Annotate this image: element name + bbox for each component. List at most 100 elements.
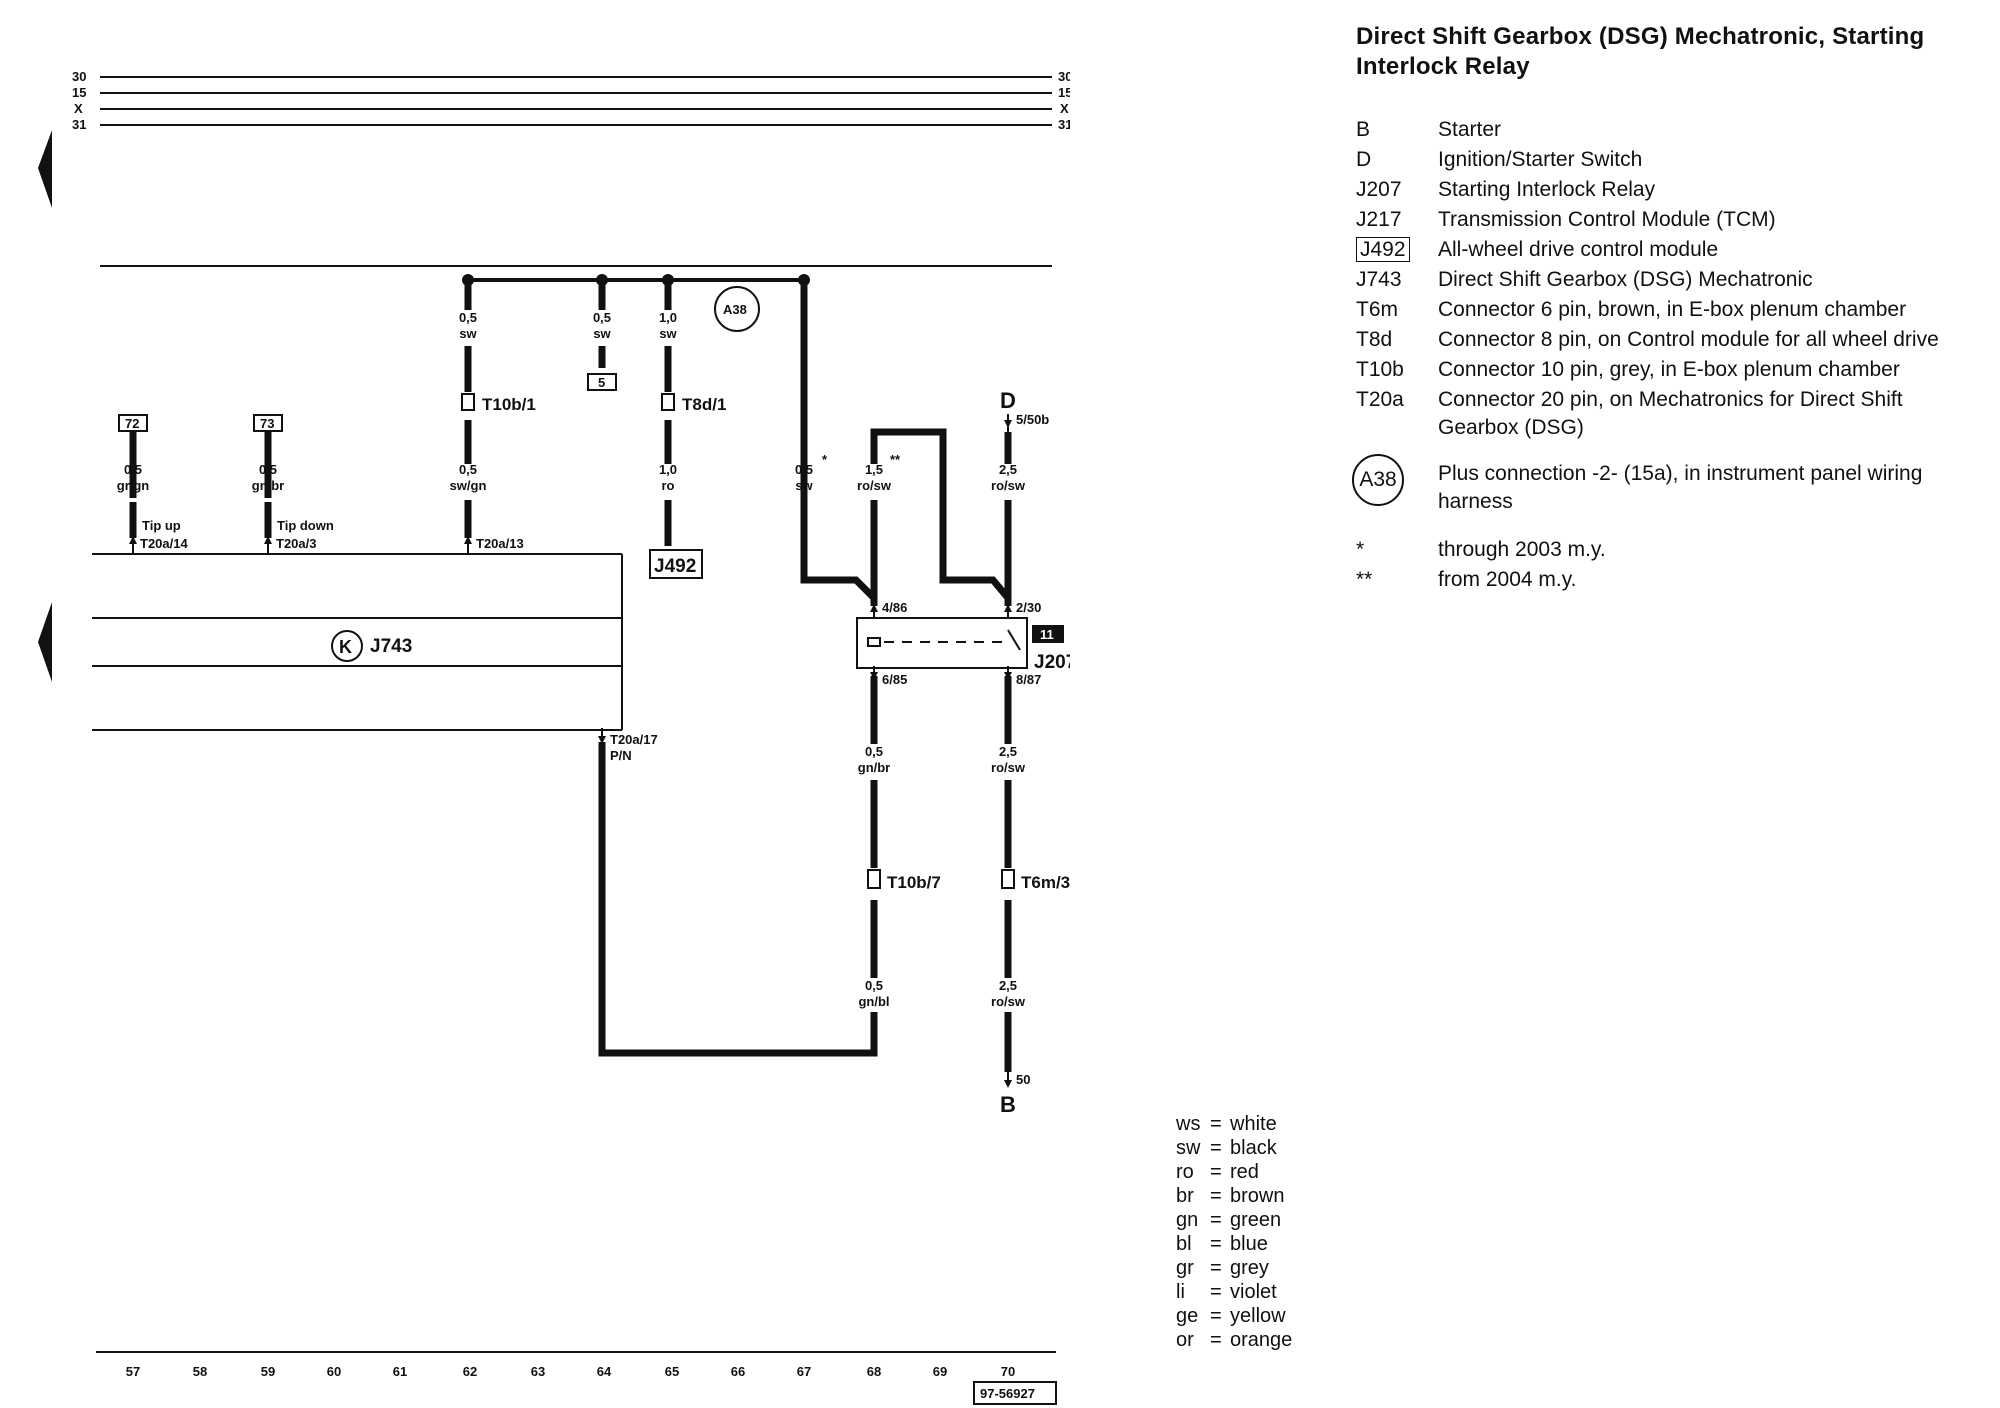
legend-desc: Connector 8 pin, on Control module for a… (1438, 328, 1939, 351)
pin-label: T20a/3 (276, 536, 316, 551)
ignition-switch-label: D (1000, 388, 1016, 413)
track-number: 69 (933, 1364, 947, 1379)
ref-box-5[interactable] (587, 373, 617, 391)
footnote-item: ** from 2004 m.y. (1356, 566, 1986, 594)
color-name: violet (1230, 1281, 1277, 1303)
wire-labels: 0,5 gr/gn 0,5 gn/br 0,5 sw 0,5 sw/gn 0,5… (117, 310, 1026, 1009)
track-number: 66 (731, 1364, 745, 1379)
wire-color: gn/br (858, 760, 891, 775)
color-key-row: ws=white (1176, 1113, 1277, 1135)
track-number: 64 (597, 1364, 612, 1379)
j743-symbol-glyph: K (339, 637, 352, 657)
wire-size: 1,5 (865, 462, 883, 477)
legend-code: T8d (1356, 328, 1393, 351)
page-arrow-left-top[interactable] (38, 130, 52, 208)
color-abbr: ro (1176, 1161, 1194, 1183)
a38-badge: A38 (1352, 454, 1404, 506)
legend-code: J217 (1356, 208, 1402, 231)
footnote-mark: ** (890, 452, 901, 467)
j743-symbol-icon (331, 630, 363, 662)
ref-box-11[interactable] (1032, 625, 1064, 643)
wire-size: 2,5 (999, 978, 1017, 993)
wire-size: 1,0 (659, 462, 677, 477)
starter-label: B (1000, 1092, 1016, 1117)
color-abbr: ws (1176, 1113, 1201, 1135)
color-name: green (1230, 1209, 1282, 1231)
bus-labels-right: 30 15 X 31 (1058, 69, 1070, 132)
wire-color: ro/sw (991, 994, 1026, 1009)
color-key-row: or=orange (1176, 1329, 1293, 1351)
color-name: grey (1230, 1257, 1269, 1279)
legend-desc: Connector 6 pin, brown, in E-box plenum … (1438, 298, 1907, 321)
ref-box-73[interactable] (253, 414, 283, 432)
wire-color: ro/sw (857, 478, 892, 493)
bus-label-15-right: 15 (1058, 85, 1070, 100)
wire-size: 0,5 (459, 310, 477, 325)
track-number: 58 (193, 1364, 207, 1379)
color-abbr: or (1176, 1329, 1194, 1351)
connector-label: T6m/3 (1021, 873, 1070, 892)
legend-desc: Ignition/Starter Switch (1438, 148, 1643, 171)
color-abbr: ge (1176, 1305, 1199, 1327)
track-number: 59 (261, 1364, 275, 1379)
legend-code: T20a (1356, 388, 1404, 411)
wire-color: sw (459, 326, 477, 341)
ref-73-label: 73 (260, 416, 274, 431)
connector-labels: T10b/1 T8d/1 T10b/7 T6m/3 (482, 395, 1070, 892)
legend-code: T6m (1356, 298, 1398, 321)
color-key-row: ge=yellow (1176, 1305, 1286, 1327)
a38-label: A38 (723, 302, 747, 317)
wire-color-key: ws=white sw=black ro=red br=brown gn=gre… (1176, 1112, 1292, 1352)
page-title: Direct Shift Gearbox (DSG) Mechatronic, … (1356, 23, 1925, 80)
pin-label: 8/87 (1016, 672, 1041, 687)
wire-color: sw (593, 326, 611, 341)
connector-label: T10b/1 (482, 395, 536, 414)
connector-label: T10b/7 (887, 873, 941, 892)
color-key-row: sw=black (1176, 1137, 1277, 1159)
ref-5-label: 5 (598, 375, 605, 390)
tip-down-label: Tip down (277, 518, 334, 533)
bus-label-31-right: 31 (1058, 117, 1070, 132)
wiring-diagram: 30 15 X 31 30 15 X 31 A38 (38, 69, 1070, 1405)
pin-label: 50 (1016, 1072, 1030, 1087)
footnote-mark: * (822, 452, 828, 467)
pin-label: 5/50b (1016, 412, 1049, 427)
color-key-row: gr=grey (1176, 1257, 1269, 1279)
color-abbr: gn (1176, 1209, 1199, 1231)
j207-relay[interactable] (856, 617, 1028, 669)
legend-desc: Plus connection -2- (15a), in instrument… (1438, 462, 1923, 513)
track-numbers: 57 58 59 60 61 62 63 64 65 66 67 68 69 7… (126, 1364, 1015, 1379)
wire-size: 0,5 (459, 462, 477, 477)
track-number: 57 (126, 1364, 140, 1379)
track-number: 70 (1001, 1364, 1015, 1379)
wire-color: gn/br (252, 478, 285, 493)
color-key-row: gn=green (1176, 1209, 1282, 1231)
color-abbr: gr (1176, 1257, 1194, 1279)
footnote-desc: through 2003 m.y. (1438, 538, 1606, 561)
wire-color: sw/gn (450, 478, 487, 493)
bus-label-30-right: 30 (1058, 69, 1070, 84)
ref-box-72[interactable] (118, 414, 148, 432)
legend-code: T10b (1356, 358, 1404, 381)
footnote-mark: ** (1356, 568, 1373, 591)
j743-mechatronic[interactable] (92, 553, 623, 731)
footnote-desc: from 2004 m.y. (1438, 568, 1577, 591)
color-name: red (1230, 1161, 1259, 1183)
color-key-row: bl=blue (1176, 1233, 1268, 1255)
page-arrow-left-middle[interactable] (38, 602, 52, 682)
footnote-mark: * (1356, 538, 1365, 561)
legend-code: B (1356, 118, 1371, 141)
j492-component[interactable] (649, 549, 703, 579)
color-name: yellow (1230, 1305, 1286, 1327)
legend-item-plus-connection: A38 Plus connection -2- (15a), in instru… (1352, 454, 1986, 516)
wire-size: 0,5 (865, 978, 883, 993)
color-key-row: li=violet (1176, 1281, 1277, 1303)
wire-color: ro/sw (991, 760, 1026, 775)
